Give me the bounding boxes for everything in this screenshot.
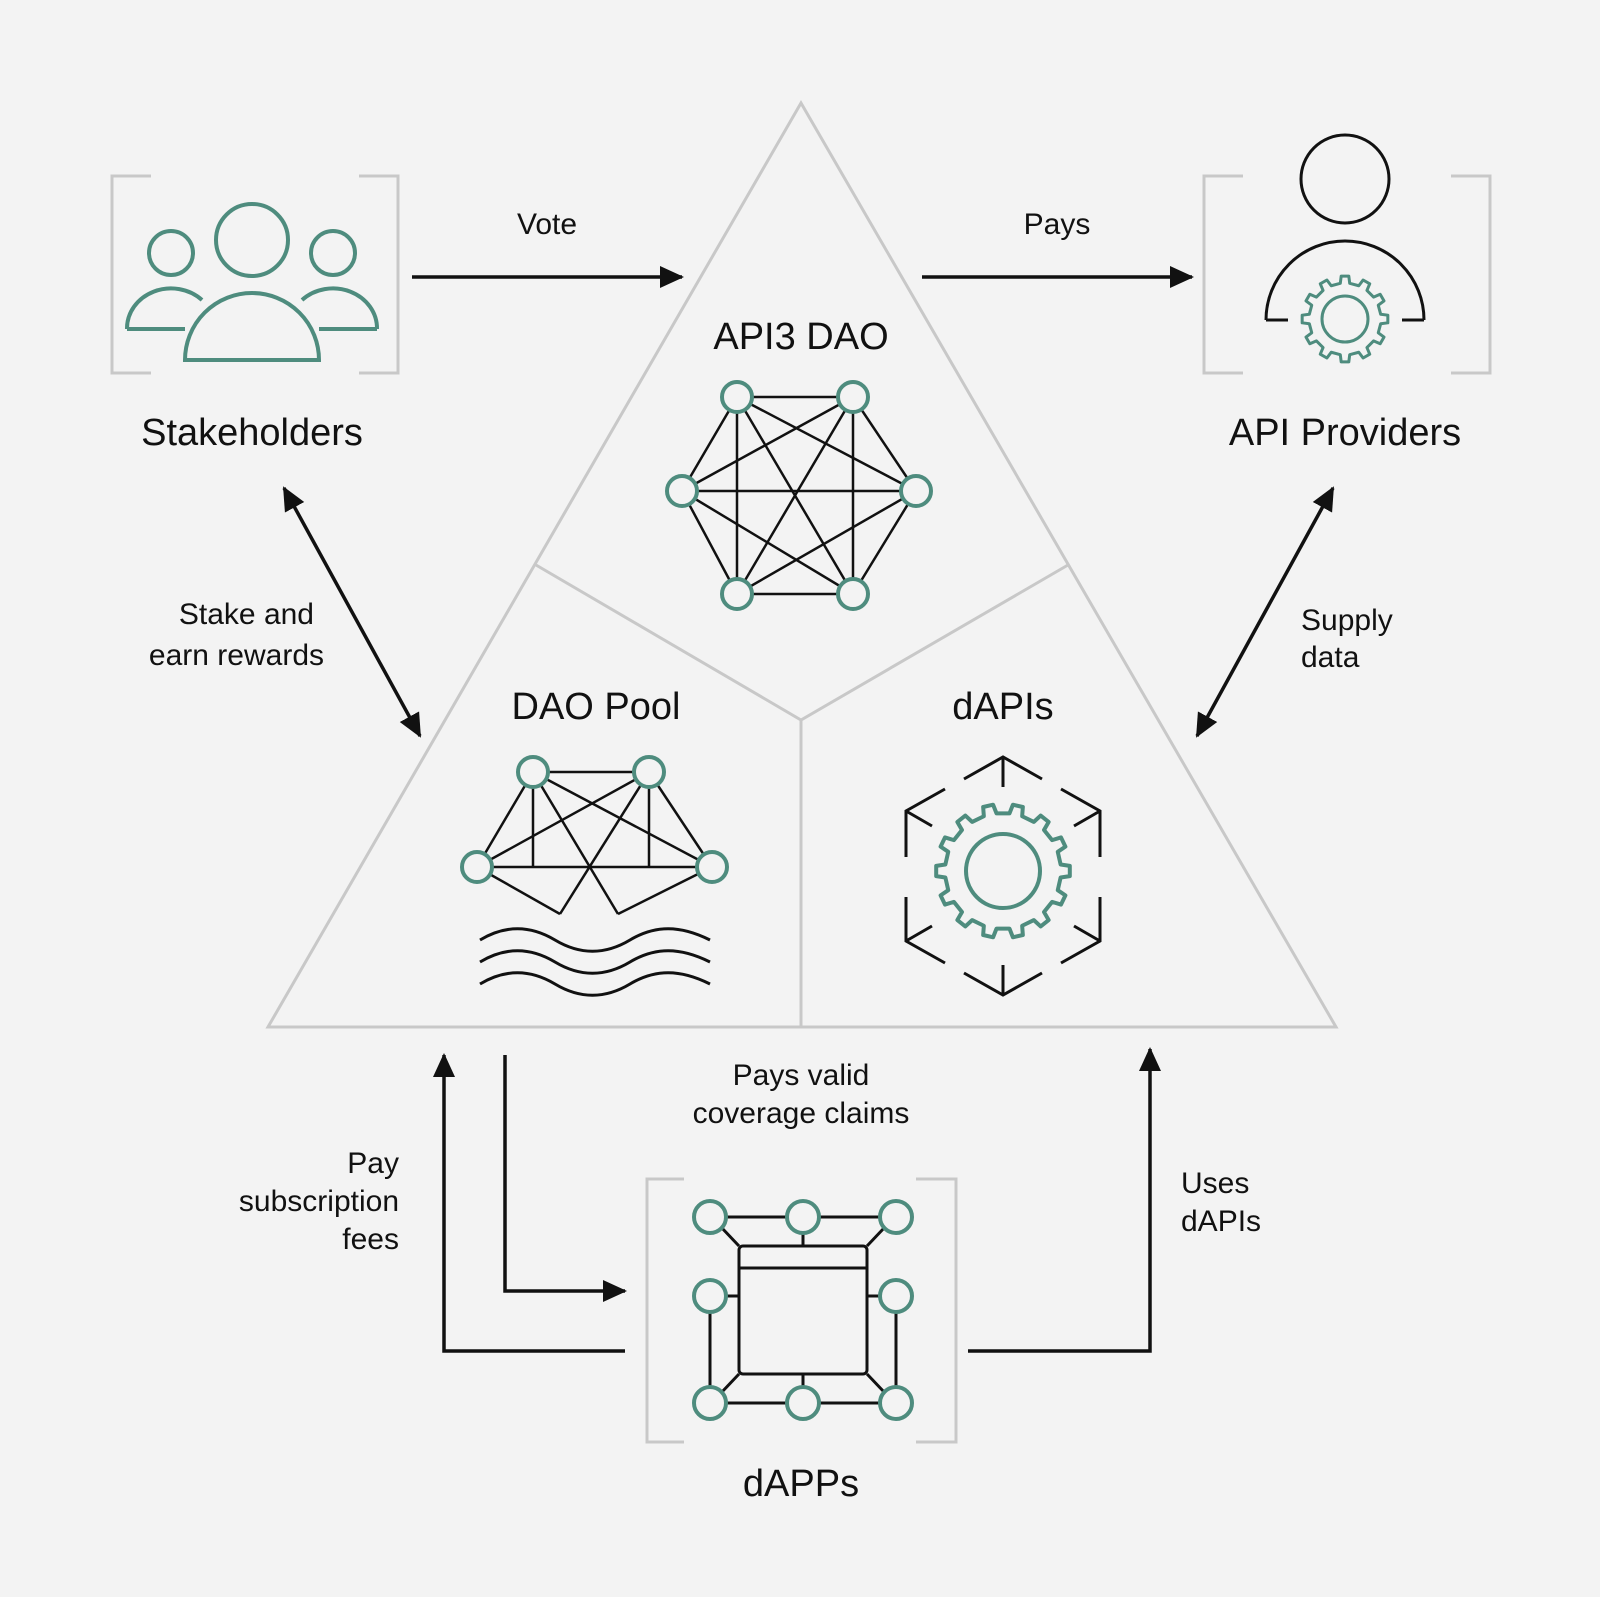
stake-label-line1: Stake and: [179, 598, 314, 631]
fees-label-line3: fees: [342, 1223, 399, 1256]
pays-label: Pays: [1024, 208, 1091, 241]
gear-teeth: [1300, 274, 1390, 364]
supply-label-line1: Supply: [1301, 604, 1393, 637]
dapps-title: dAPPs: [743, 1463, 859, 1505]
core-triangle: [265, 100, 1339, 1029]
network-pool-icon: [460, 755, 729, 997]
uses-label-line1: Uses: [1181, 1167, 1249, 1200]
claims-label-line1: Pays valid: [733, 1059, 870, 1092]
network-icon: [665, 380, 933, 611]
uses-arrow: [968, 1047, 1161, 1353]
fees-label-line2: subscription: [239, 1185, 399, 1218]
stake-label-line2: earn rewards: [149, 639, 324, 672]
people-group-icon: [124, 202, 380, 362]
api-providers-frame: [1202, 174, 1492, 375]
dapps-frame: [645, 1177, 958, 1444]
uses-label-line2: dAPIs: [1181, 1205, 1261, 1238]
dapis-title: dAPIs: [952, 686, 1053, 728]
fees-label-line1: Pay: [347, 1147, 399, 1180]
stakeholders-frame: [110, 174, 400, 375]
api-providers-title: API Providers: [1229, 412, 1461, 454]
water-waves: [479, 927, 711, 997]
gear-icon: [934, 802, 1072, 940]
stakeholders-title: Stakeholders: [141, 412, 363, 454]
gear-hub: [964, 832, 1042, 910]
supply-arrow: [1195, 486, 1335, 738]
stake-arrow: [282, 486, 422, 738]
gear-icon: [1300, 274, 1390, 364]
hexagon-gear-icon: [904, 755, 1102, 997]
api3-dao-title: API3 DAO: [713, 316, 888, 358]
claims-arrow: [503, 1055, 627, 1302]
gear-teeth: [934, 802, 1072, 940]
gear-hub: [1320, 294, 1370, 344]
app-nodes-icon: [692, 1199, 914, 1421]
person-gear-icon: [1264, 133, 1426, 364]
dao-pool-title: DAO Pool: [512, 686, 681, 728]
fees-arrow: [433, 1053, 625, 1353]
supply-label-line2: data: [1301, 641, 1360, 674]
vote-label: Vote: [517, 208, 577, 241]
claims-label-line2: coverage claims: [693, 1097, 910, 1130]
